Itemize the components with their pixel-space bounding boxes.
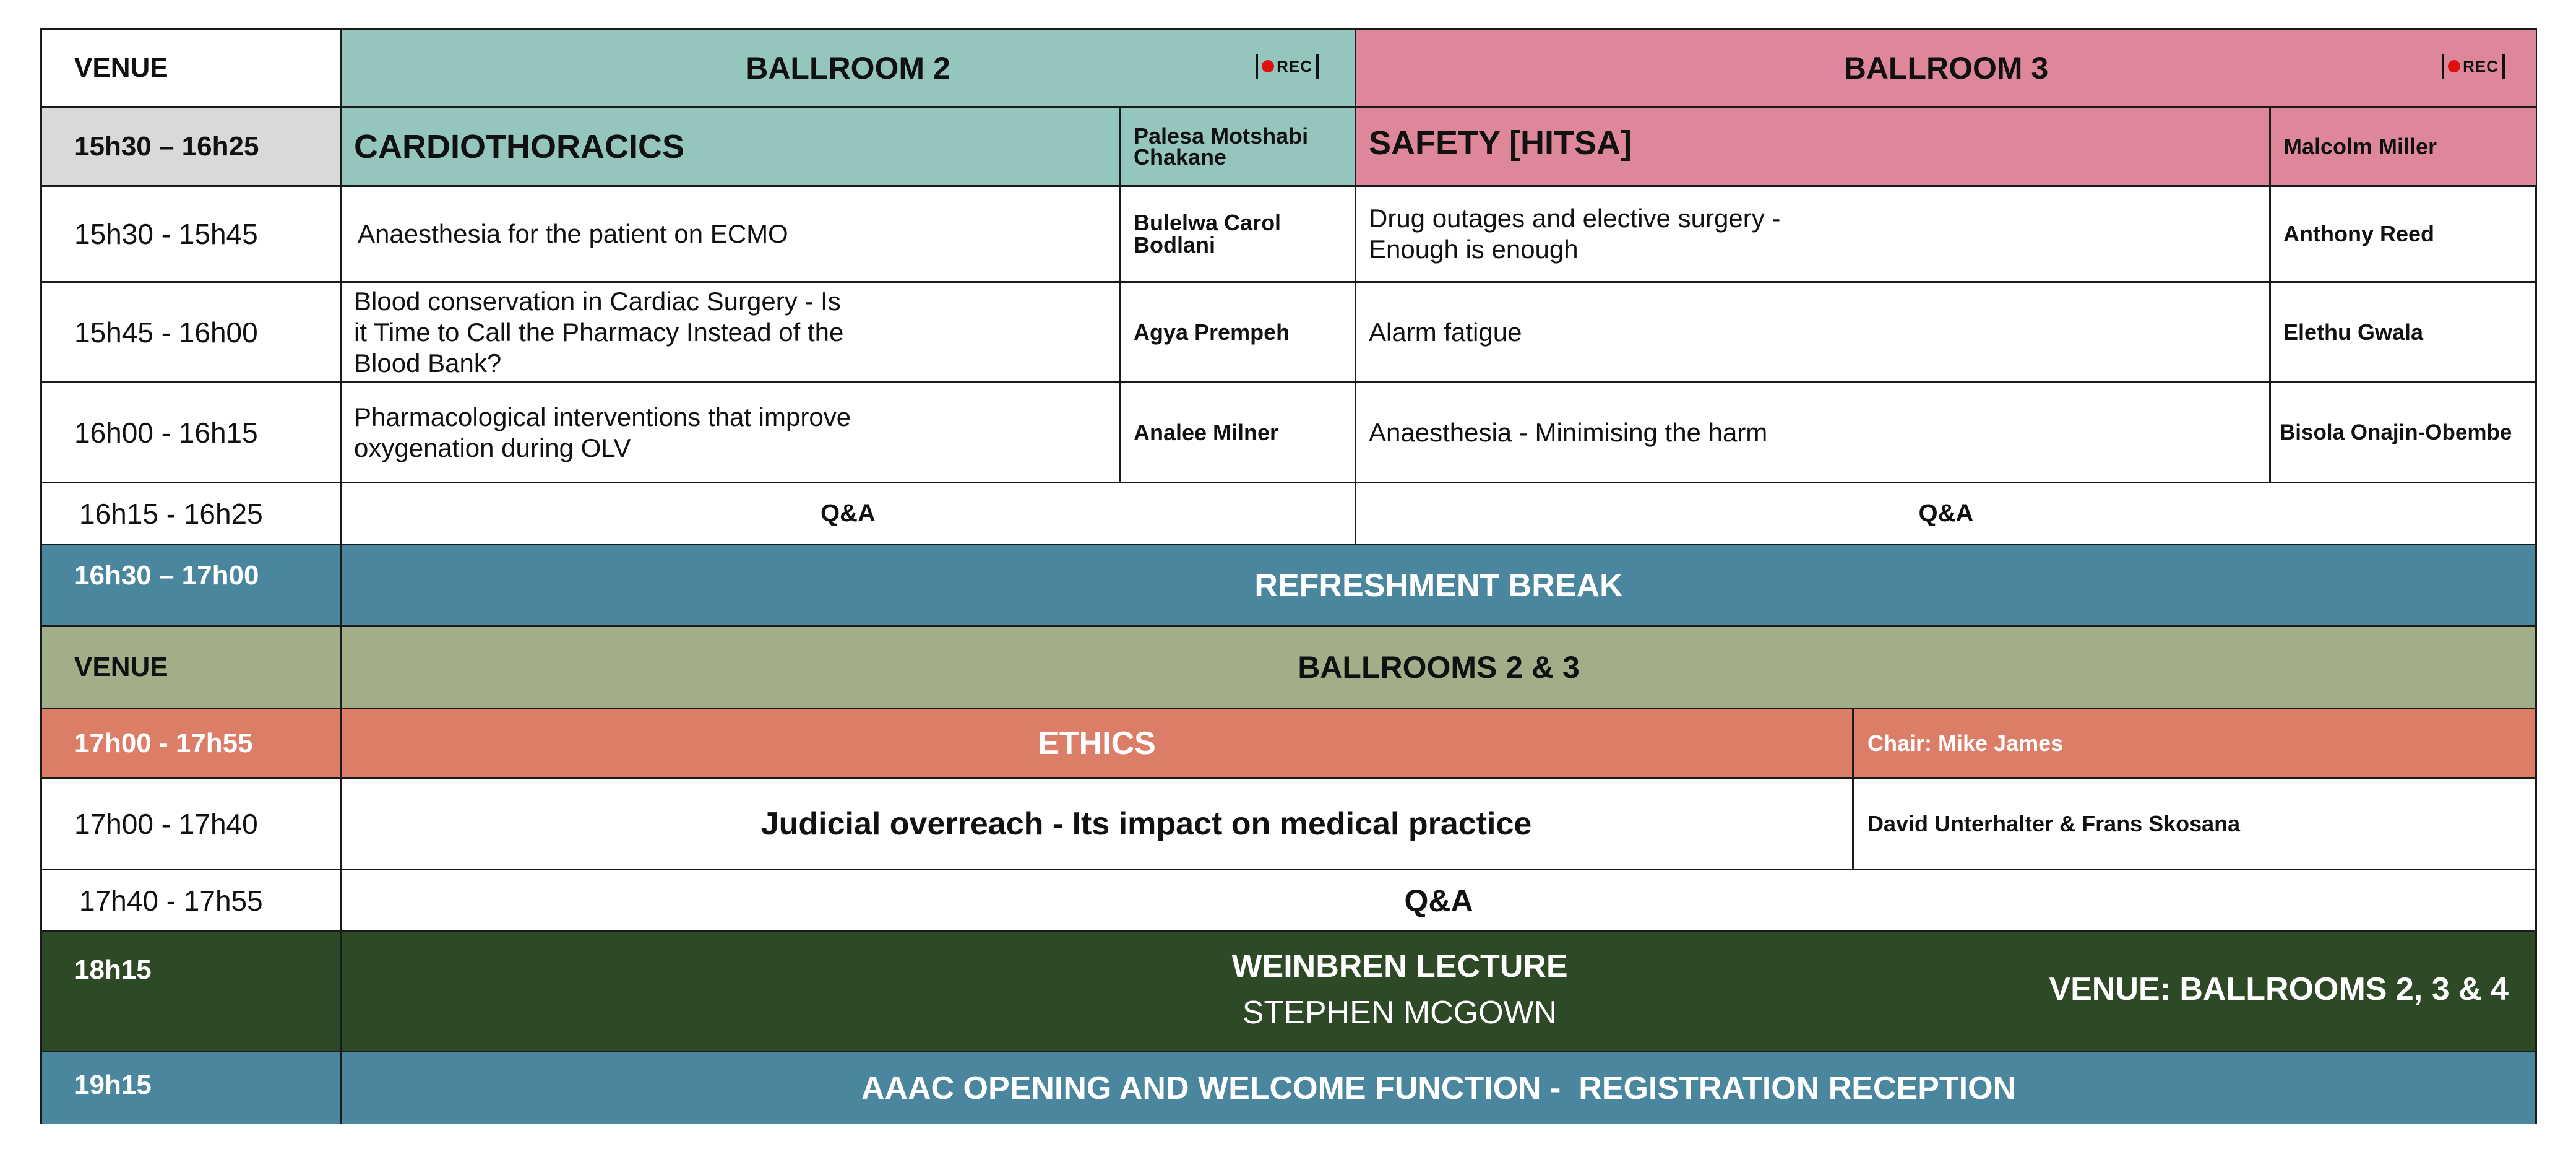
qa-time: 16h15 - 16h25 [42,483,342,544]
ethics-speakers: David Unterhalter & Frans Skosana [1867,810,2241,836]
talk-speaker: Bisola Onajin-Obembe [2280,420,2512,444]
break-label: REFRESHMENT BREAK [1254,567,1623,604]
record-dot-icon [2448,60,2461,72]
lecture-title: WEINBREN LECTURE [1231,948,1568,984]
talk-row: 15h45 - 16h00 Blood conservation in Card… [42,283,2535,383]
talk-time: 16h00 - 16h15 [42,383,342,482]
venue-label: VENUE [42,30,342,106]
ballroom3-qa: Q&A [1918,500,1974,527]
talk-time: 15h45 - 16h00 [42,283,342,381]
lecture-main: WEINBREN LECTURE STEPHEN MCGOWN VENUE: B… [342,932,2536,1051]
session-time: 15h30 – 16h25 [42,108,342,185]
ballroom2-chair: Palesa Motshabi Chakane [1121,108,1356,185]
opening-label: AAAC OPENING AND WELCOME FUNCTION - REGI… [861,1070,2017,1106]
venue-value: BALLROOMS 2 & 3 [1298,650,1580,685]
lecture-speaker: STEPHEN MCGOWN [1242,995,1557,1031]
lecture-row: 18h15 WEINBREN LECTURE STEPHEN MCGOWN VE… [42,932,2535,1052]
talk-title: Blood conservation in Cardiac Surgery - … [342,283,1121,381]
ethics-talk-row: 17h00 - 17h40 Judicial overreach - Its i… [42,779,2535,870]
ethics-title: ETHICS [342,709,1854,777]
record-dot-icon [1262,60,1275,72]
ethics-chair: Chair: Mike James [1867,730,2064,756]
programme-table: VENUE BALLROOM 2 REC BALLROOM 3 REC 15h3… [40,28,2537,1124]
ethics-time: 17h00 - 17h55 [42,709,342,777]
venue-header-row: VENUE BALLROOM 2 REC BALLROOM 3 REC [42,30,2536,108]
cardiothoracics-title: CARDIOTHORACICS [342,108,1121,185]
lecture-time: 18h15 [42,932,342,1051]
venue-label: VENUE [42,627,342,708]
talk-time: 15h30 - 15h45 [42,187,342,281]
record-icon: REC [1256,54,1319,79]
talk-speaker: Elethu Gwala [2283,319,2424,345]
talk-speaker: Bulelwa Carol Bodlani [1121,187,1356,281]
talk-title: Alarm fatigue [1356,283,2271,381]
break-time: 16h30 – 17h00 [42,545,342,625]
ethics-qa-row: 17h40 - 17h55 Q&A [42,870,2535,932]
ethics-talk-title: Judicial overreach - Its impact on medic… [342,779,1854,869]
ballroom3-chair: Malcolm Miller [2271,108,2536,185]
venue-row: VENUE BALLROOMS 2 & 3 [42,627,2535,709]
talk-speaker: Anthony Reed [2283,221,2435,246]
opening-row: 19h15 AAAC OPENING AND WELCOME FUNCTION … [42,1052,2535,1124]
talk-speaker: Agya Prempeh [1121,283,1356,381]
ethics-qa-time: 17h40 - 17h55 [42,870,342,930]
talk-title: Pharmacological interventions that impro… [342,383,1121,482]
ethics-talk-time: 17h00 - 17h40 [42,779,342,869]
talk-speaker: Analee Milner [1121,383,1356,482]
lecture-venue: VENUE: BALLROOMS 2, 3 & 4 [2049,971,2509,1007]
talk-row: 16h00 - 16h15 Pharmacological interventi… [42,383,2535,483]
opening-time: 19h15 [42,1052,342,1124]
talk-title: Drug outages and elective surgery - Enou… [1356,187,2271,281]
ballroom2-header: BALLROOM 2 REC [342,30,1356,106]
ballroom2-qa: Q&A [342,483,1356,544]
break-row: 16h30 – 17h00 REFRESHMENT BREAK [42,545,2535,627]
safety-title: SAFETY [HITSA] [1356,108,2271,185]
lecture-center: WEINBREN LECTURE STEPHEN MCGOWN [342,945,2458,1038]
record-icon: REC [2442,54,2505,79]
session-header-row: 15h30 – 16h25 CARDIOTHORACICS Palesa Mot… [42,108,2536,187]
ethics-qa-label: Q&A [1404,883,1473,918]
talk-title: Anaesthesia - Minimising the harm [1356,383,2271,482]
ballroom3-header: BALLROOM 3 REC [1356,30,2536,106]
ethics-header-row: 17h00 - 17h55 ETHICS Chair: Mike James [42,709,2535,779]
talk-row: 15h30 - 15h45 Anaesthesia for the patien… [42,187,2535,283]
qa-row: 16h15 - 16h25 Q&A Q&A [42,483,2535,545]
talk-title: Anaesthesia for the patient on ECMO [342,187,1121,281]
